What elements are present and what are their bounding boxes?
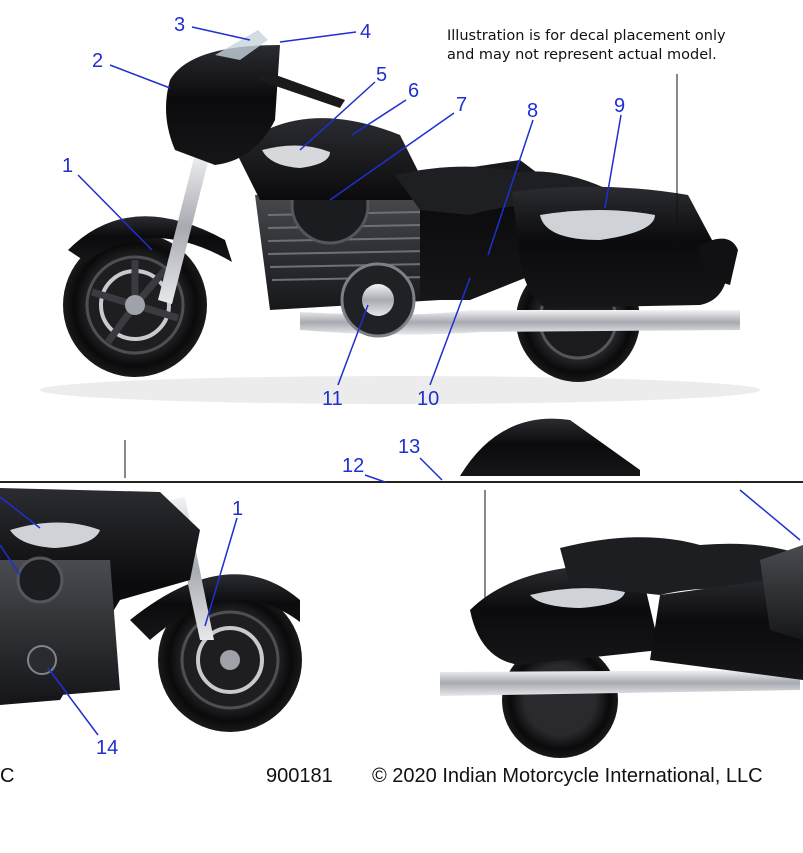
footer-left-fragment: C: [0, 765, 15, 787]
callout-leaders: [0, 26, 801, 736]
callout-4: 4: [360, 21, 371, 43]
front-fork: [158, 150, 210, 304]
rear-fender: [700, 238, 738, 285]
callout-8: 8: [527, 100, 538, 122]
left-closeup: [0, 488, 302, 732]
batwing-fairing: [166, 45, 280, 165]
callout-12: 12: [342, 455, 364, 477]
callout-10: 10: [417, 388, 439, 410]
saddlebag: [512, 186, 728, 308]
callout-3: 3: [174, 14, 185, 36]
callout-5: 5: [376, 64, 387, 86]
top-motorcycle: [40, 30, 760, 404]
callout-7: 7: [456, 94, 467, 116]
right-closeup: [440, 537, 803, 758]
part-number: 900181: [266, 765, 333, 787]
copyright-text: © 2020 Indian Motorcycle International, …: [372, 765, 763, 787]
callout-numbers: 1 2 3 4 5 6 7 8 9 10 11 12 13 1 14: [62, 14, 625, 759]
bottom-views: [0, 418, 803, 758]
handlebar: [258, 70, 345, 108]
callout-1: 1: [62, 155, 73, 177]
callout-9: 9: [614, 95, 625, 117]
callout-6: 6: [408, 80, 419, 102]
callout-1-lower: 1: [232, 498, 243, 520]
placement-note-line2: and may not represent actual model.: [447, 47, 717, 63]
windshield: [215, 30, 268, 60]
tank-badge: [262, 145, 330, 168]
small-fairing: [460, 418, 640, 476]
callout-13: 13: [398, 436, 420, 458]
callout-14: 14: [96, 737, 118, 759]
front-wheel: [63, 233, 207, 377]
placement-note: Illustration is for decal placement only…: [447, 27, 747, 65]
callout-2: 2: [92, 50, 103, 72]
ground-shadow: [40, 376, 760, 404]
placement-note-line1: Illustration is for decal placement only: [447, 28, 726, 44]
callout-11: 11: [322, 388, 343, 410]
